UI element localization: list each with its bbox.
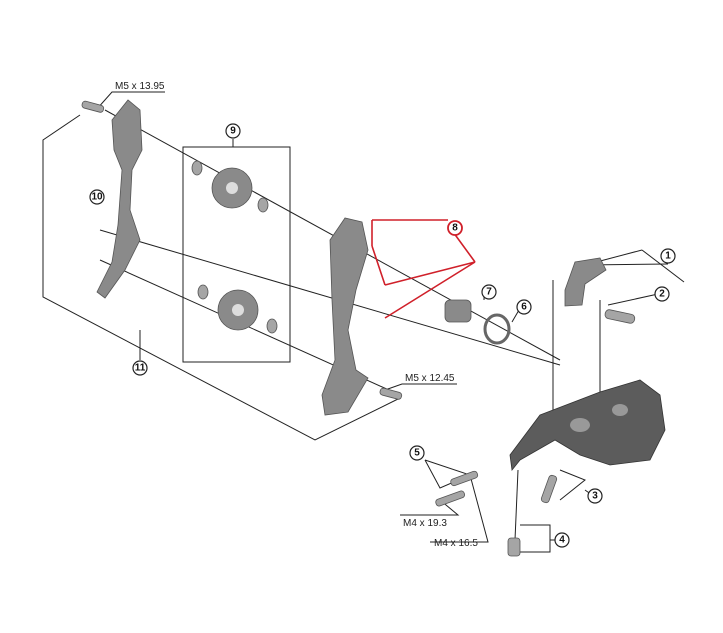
size-label-bolt-long: M4 x 19.3 <box>403 518 447 529</box>
size-label-cage-bolt: M5 x 12.45 <box>405 373 455 384</box>
svg-text:3: 3 <box>592 491 598 502</box>
callout-9[interactable]: 9 <box>225 123 241 139</box>
bracket-part-1[interactable] <box>564 257 607 307</box>
pulley-upper[interactable] <box>191 160 269 213</box>
svg-text:6: 6 <box>521 302 527 313</box>
ring-part-6[interactable] <box>483 313 511 345</box>
callout-8[interactable]: 8 <box>447 220 463 236</box>
size-label-bolt-short: M4 x 16.5 <box>434 538 478 549</box>
cage-bolt[interactable] <box>379 387 403 400</box>
spring-part-7[interactable] <box>444 299 472 323</box>
outer-plate-part-10[interactable] <box>96 99 143 299</box>
callout-4[interactable]: 4 <box>554 532 570 548</box>
svg-text:1: 1 <box>665 251 671 262</box>
bolts-part-3[interactable] <box>540 474 558 504</box>
callout-5[interactable]: 5 <box>409 445 425 461</box>
highlight-lines-8 <box>371 219 476 319</box>
callout-6[interactable]: 6 <box>516 299 532 315</box>
callout-1[interactable]: 1 <box>660 248 676 264</box>
pulley-lower[interactable] <box>197 284 278 334</box>
callout-2[interactable]: 2 <box>654 286 670 302</box>
callout-10[interactable]: 10 <box>89 189 105 205</box>
top-bolt[interactable] <box>81 100 105 113</box>
assembly-lines <box>42 91 685 553</box>
callout-7[interactable]: 7 <box>481 284 497 300</box>
bolts-part-4[interactable] <box>507 537 521 557</box>
derailleur-body[interactable] <box>509 379 666 471</box>
svg-text:10: 10 <box>91 192 103 203</box>
svg-text:8: 8 <box>452 223 458 234</box>
callout-11[interactable]: 11 <box>132 360 148 376</box>
bolt-part-2[interactable] <box>604 309 636 324</box>
svg-text:11: 11 <box>135 363 146 374</box>
svg-text:2: 2 <box>659 289 665 300</box>
svg-text:7: 7 <box>486 287 492 298</box>
svg-text:9: 9 <box>230 126 236 137</box>
bolts-part-5[interactable] <box>435 470 479 507</box>
callout-3[interactable]: 3 <box>587 488 603 504</box>
size-label-top-bolt: M5 x 13.95 <box>115 81 165 92</box>
svg-text:5: 5 <box>414 448 420 459</box>
svg-text:4: 4 <box>559 535 565 546</box>
inner-plate[interactable] <box>321 217 369 416</box>
